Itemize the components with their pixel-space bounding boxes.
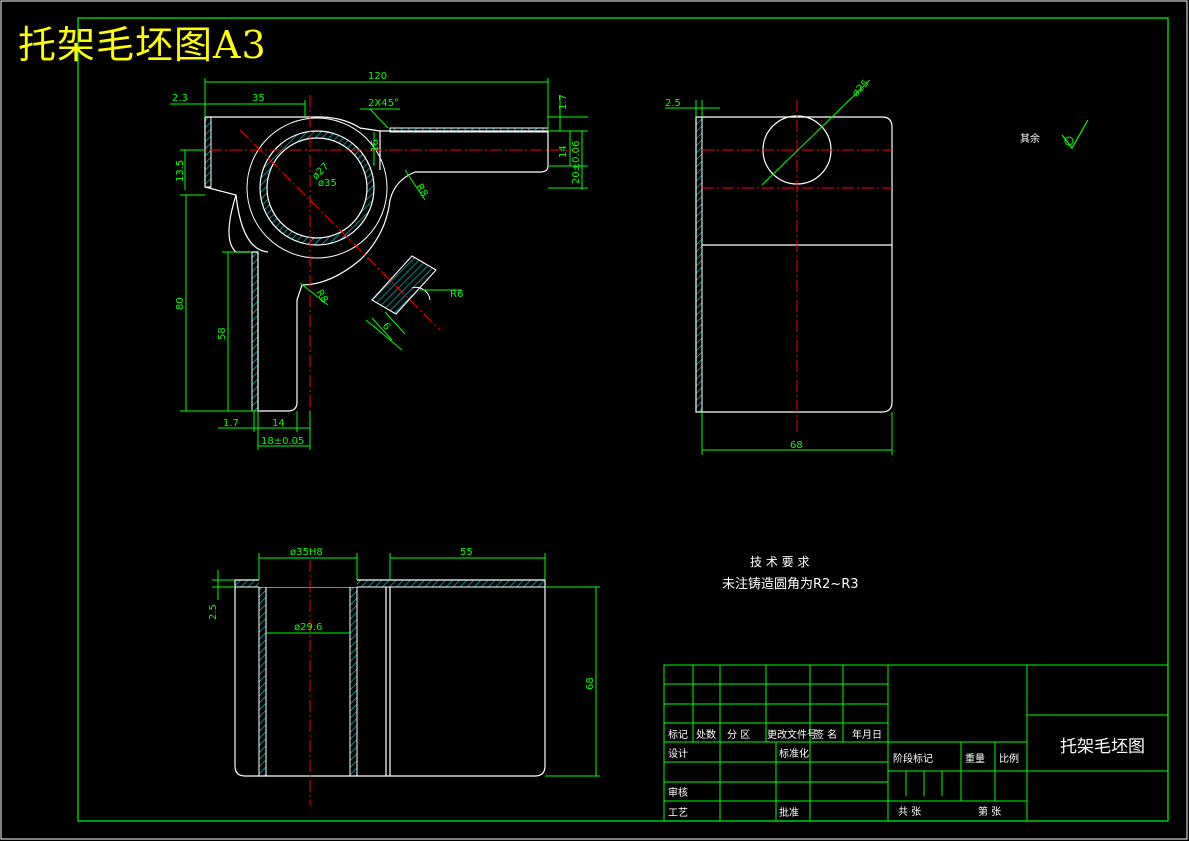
tb-design: 设计 <box>668 747 688 760</box>
boss-outline <box>246 117 388 259</box>
dim-arm-20: 20±0.06 <box>571 141 582 184</box>
tb-label-signature: 签 名 <box>814 728 837 741</box>
front-left-wall-hatch <box>204 116 212 188</box>
tb-part-name: 托架毛坯图 <box>1060 737 1145 757</box>
side-wall-hatch <box>695 116 703 413</box>
dim-side-68: 68 <box>790 440 803 451</box>
inner-frame <box>77 17 1169 822</box>
front-arm-wall-hatch <box>389 127 549 133</box>
dim-side-25: 2.5 <box>665 98 681 109</box>
tb-check: 审核 <box>668 786 688 799</box>
tb-label-change-doc: 更改文件号 <box>767 728 817 741</box>
dim-r8-bottom: R8 <box>313 288 329 305</box>
dim-bot-14: 14 <box>272 418 285 429</box>
tb-process: 工艺 <box>668 807 688 819</box>
dim-6: 6 <box>380 321 393 333</box>
plan-dimensions <box>212 553 600 777</box>
tech-line-1: 未注铸造圆角为R2~R3 <box>722 576 859 592</box>
tb-total-sheets: 共 张 <box>898 806 921 818</box>
dim-chamfer: 2X45° <box>368 98 399 109</box>
tb-label-date: 年月日 <box>852 728 882 741</box>
tb-label-mark: 标记 <box>668 729 688 741</box>
dim-16: 16 <box>370 139 381 152</box>
plan-bore-gap <box>259 579 357 587</box>
bore-inner <box>266 137 368 239</box>
title-block <box>663 664 1169 822</box>
dim-plan-55: 55 <box>460 547 473 558</box>
dim-r8-top: R8 <box>413 182 429 199</box>
front-dimensions <box>170 78 588 450</box>
tb-approve: 批准 <box>779 806 799 819</box>
dim-arm-14: 14 <box>558 145 569 158</box>
dim-bot-17: 1.7 <box>223 418 239 429</box>
tech-heading: 技 术 要 求 <box>750 555 809 569</box>
plan-bore-left-hatch <box>258 586 267 777</box>
removed-section <box>371 255 437 315</box>
dim-plan-dia35h8: ø35H8 <box>290 547 323 558</box>
dim-plan-dia296: ø29.6 <box>294 622 322 633</box>
tb-label-count: 处数 <box>696 728 716 741</box>
plan-bore-right-hatch <box>349 586 358 777</box>
tb-scale: 比例 <box>999 752 1019 765</box>
side-dimensions <box>665 79 893 455</box>
dim-r6: R6 <box>450 289 463 300</box>
dim-top-left-offset: 2.3 <box>172 93 188 104</box>
dim-top-overall: 120 <box>368 71 387 82</box>
tb-standardize: 标准化 <box>779 747 809 760</box>
surface-note: 其余 <box>1020 132 1040 145</box>
tb-sheet-no: 第 张 <box>978 805 1001 818</box>
front-centerline-diag <box>239 129 441 331</box>
dim-left-135: 13.5 <box>175 160 186 182</box>
front-lower-wall-hatch <box>251 251 259 412</box>
dim-height-58: 58 <box>217 327 228 340</box>
dim-bot-18: 18±0.05 <box>261 436 304 447</box>
plan-view <box>234 579 546 777</box>
tb-weight: 重量 <box>965 752 985 765</box>
roughness-circle-icon <box>1064 136 1074 146</box>
dim-top-35: 35 <box>252 93 265 104</box>
dim-plan-68: 68 <box>585 677 596 690</box>
dim-top-17: 1.7 <box>558 94 569 110</box>
tb-stage-mark: 阶段标记 <box>893 752 933 765</box>
tb-label-zone: 分 区 <box>727 729 750 741</box>
dim-plan-25: 2.5 <box>208 604 219 620</box>
side-view <box>695 115 893 413</box>
dim-height-80: 80 <box>175 297 186 310</box>
dim-dia-35: ø35 <box>318 178 337 189</box>
drawing-title: 托架毛坯图A3 <box>18 23 267 67</box>
